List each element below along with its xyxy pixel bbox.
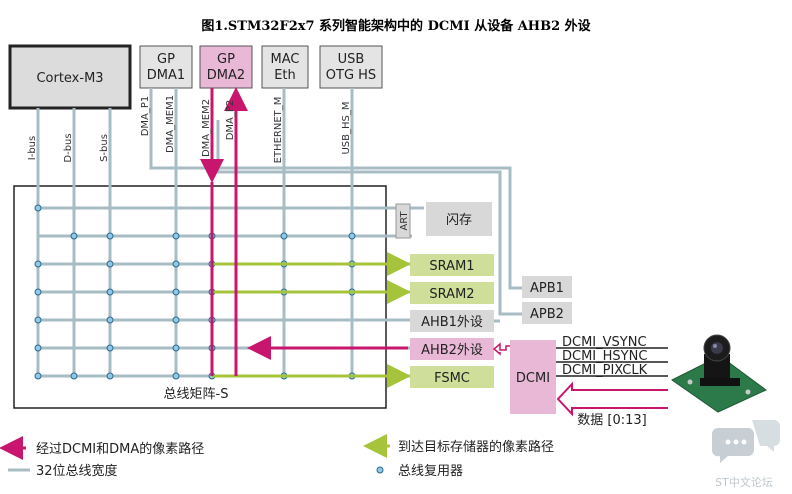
ethernet-m-label: ETHERNET_M (273, 97, 284, 164)
bus-matrix-frame (13, 185, 387, 409)
legend-mux-label: 总线复用器 (398, 464, 463, 479)
sbus-label: S-bus (99, 134, 110, 162)
gp-dma1-box: GP DMA1 (139, 45, 193, 89)
dcmi-label: DCMI (516, 371, 550, 386)
cortex-m3-box: Cortex-M3 (8, 44, 132, 110)
chat-bubble-icon (711, 428, 754, 463)
apb2-label: APB2 (530, 307, 564, 322)
dcmi-pixclk-label: DCMI_PIXCLK (562, 363, 648, 378)
dma-p2-label: DMA_P2 (225, 100, 236, 141)
cortex-label: Cortex-M3 (36, 71, 103, 86)
flash-label: 闪存 (446, 213, 472, 228)
fsmc-box: FSMC (410, 366, 494, 388)
ibus-label: I-bus (27, 136, 38, 160)
legend-bus: 32位总线宽度 (8, 463, 118, 479)
art-box: ART (395, 203, 411, 239)
sram2-box: SRAM2 (410, 282, 494, 304)
data-bus-arrow (556, 381, 677, 417)
apb1-box: APB1 (522, 276, 572, 298)
dcmi-signal-lines (556, 347, 676, 377)
dma-p1-label: DMA_P1 (140, 96, 151, 137)
art-label: ART (399, 211, 410, 231)
dcmi-hsync-label: DCMI_HSYNC (562, 349, 647, 364)
gp-dma2-box: GP DMA2 (199, 45, 253, 89)
ahb1-box: AHB1外设 (410, 310, 494, 332)
legend-magenta: 经过DCMI和DMA的像素路径 (0, 436, 204, 460)
watermark-text: ST中文论坛 (715, 475, 773, 489)
dma-mem1-label: DMA_MEM1 (165, 95, 176, 153)
usb-label-2: OTG HS (326, 68, 376, 83)
mac-eth-box: MAC Eth (261, 45, 309, 89)
apb2-box: APB2 (522, 302, 572, 324)
legend-green-label: 到达目标存储器的像素路径 (398, 439, 554, 455)
magenta-paths (200, 87, 408, 376)
sram1-box: SRAM1 (410, 254, 494, 276)
bus-labels: I-bus D-bus S-bus DMA_P1 DMA_MEM1 DMA_ME… (27, 95, 352, 163)
sram1-label: SRAM1 (429, 259, 474, 274)
dcmi-vsync-label: DCMI_VSYNC (562, 335, 647, 350)
dma1-label-1: GP (157, 52, 175, 67)
usb-hs-m-label: USB_HS_M (341, 101, 352, 154)
st-forum-watermark: ST中文论坛 (711, 420, 780, 489)
legend-magenta-label: 经过DCMI和DMA的像素路径 (36, 441, 204, 457)
dma-mem2-label: DMA_MEM2 (201, 99, 212, 157)
diagram-title: 图1.STM32F2x7 系列智能架构中的 DCMI 从设备 AHB2 外设 (201, 18, 591, 34)
data-bus-label: 数据 [0:13] (577, 413, 646, 428)
flash-box: 闪存 (426, 202, 492, 236)
dcmi-block: DCMI (510, 340, 556, 414)
green-paths (212, 252, 411, 388)
apb1-label: APB1 (530, 281, 564, 296)
dbus-label: D-bus (63, 133, 74, 162)
ahb1-label: AHB1外设 (421, 315, 483, 330)
bus-matrix-label: 总线矩阵-S (164, 387, 229, 402)
mac-label-1: MAC (271, 52, 300, 67)
dcmi-to-ahb2-arrow (492, 342, 510, 356)
vertical-buses (36, 88, 522, 376)
ahb2-label: AHB2外设 (421, 343, 483, 358)
ahb2-box: AHB2外设 (410, 338, 494, 360)
mac-label-2: Eth (274, 68, 296, 83)
usb-otg-box: USB OTG HS (319, 45, 383, 89)
legend-green: 到达目标存储器的像素路径 (363, 434, 554, 458)
dma1-label-2: DMA1 (147, 68, 185, 83)
usb-label-1: USB (338, 52, 365, 67)
legend-mux: 总线复用器 (376, 464, 463, 479)
dma2-label-1: GP (217, 52, 235, 67)
sram2-label: SRAM2 (429, 287, 474, 302)
camera-module-image (668, 334, 767, 414)
fsmc-label: FSMC (434, 371, 470, 386)
legend-bus-label: 32位总线宽度 (36, 463, 118, 479)
legend: 经过DCMI和DMA的像素路径 32位总线宽度 到达目标存储器的像素路径 总线复… (0, 434, 554, 479)
dma2-label-2: DMA2 (207, 68, 245, 83)
